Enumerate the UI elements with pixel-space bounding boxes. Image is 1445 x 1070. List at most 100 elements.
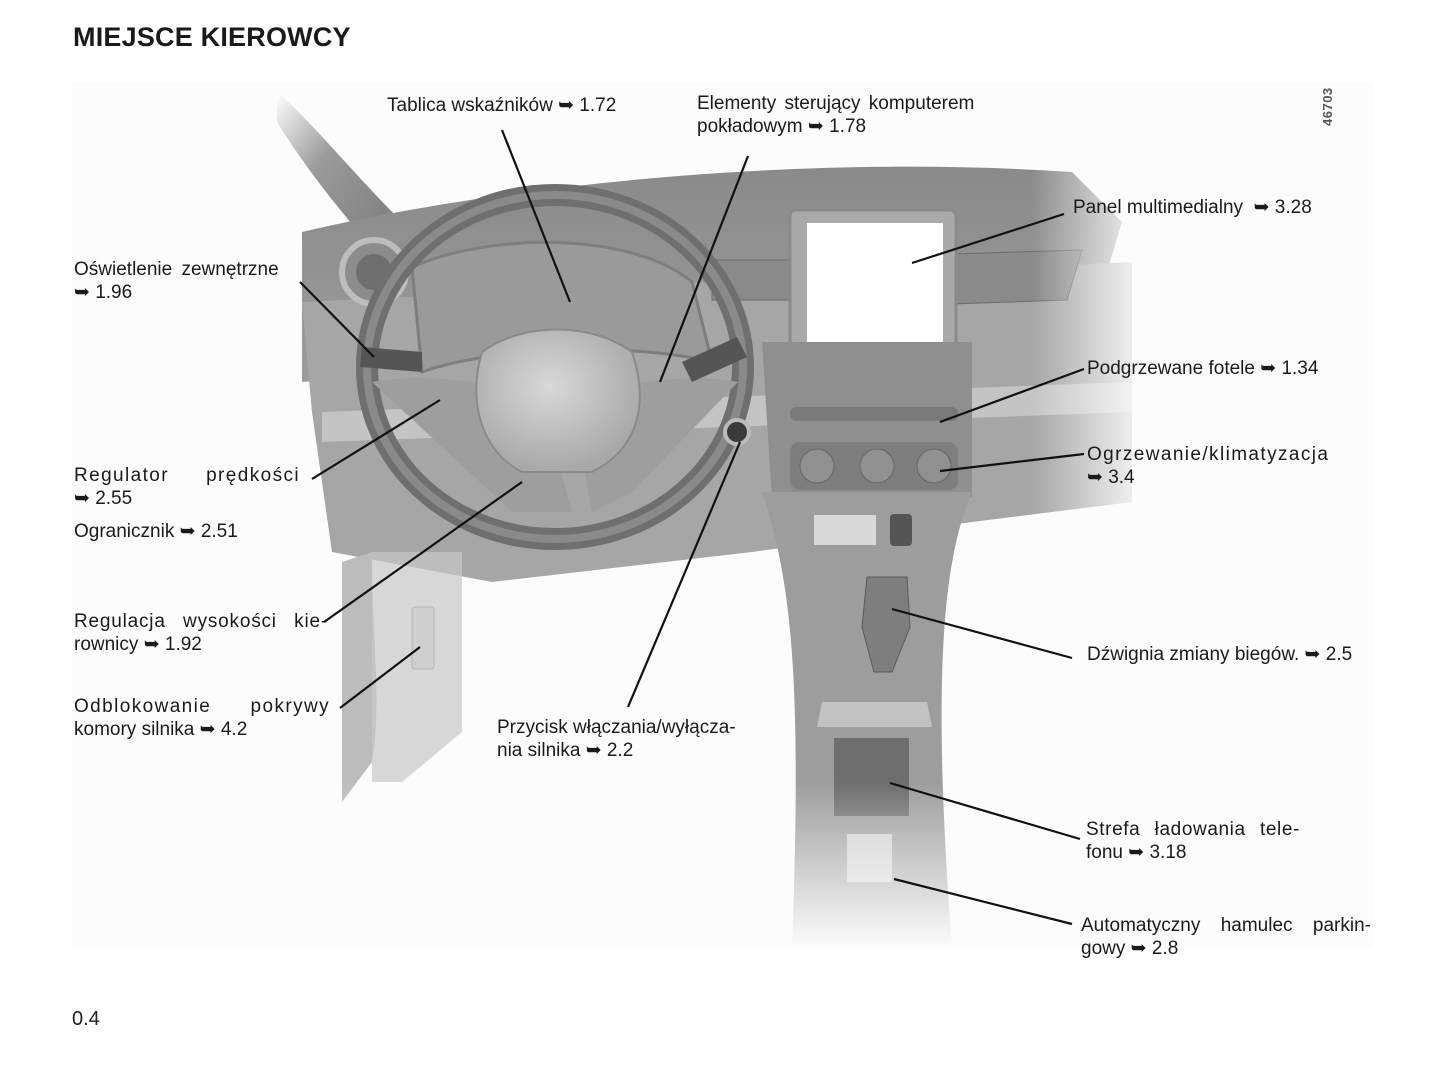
reference-arrow-icon: ➥ bbox=[1253, 197, 1270, 218]
leader-gear-lever bbox=[891, 607, 1073, 660]
reference-arrow-icon: ➥ bbox=[1087, 467, 1103, 488]
label-text: Podgrzewane fotele bbox=[1087, 358, 1255, 379]
label-text: Panel multimedialny bbox=[1073, 197, 1244, 218]
leader-lines bbox=[299, 129, 1085, 926]
start-button-graphic bbox=[723, 418, 751, 446]
label-bonnet-release: Odblokowanie pokrywy komory silnika ➥ 4.… bbox=[74, 695, 330, 741]
page-reference: 2.5 bbox=[1325, 644, 1353, 665]
leader-parking-brake bbox=[893, 877, 1073, 926]
leader-trip-computer bbox=[658, 155, 750, 383]
label-text: tele- bbox=[1260, 819, 1300, 840]
label-text: Tablica wskaźników bbox=[387, 95, 553, 116]
page-reference: 2.51 bbox=[200, 521, 238, 542]
label-text: Ogrzewanie/klimatyzacja bbox=[1087, 444, 1330, 465]
right-stalk bbox=[682, 337, 747, 382]
page-reference: 3.18 bbox=[1149, 842, 1187, 863]
label-text: wysokości bbox=[183, 611, 277, 632]
page-number: 0.4 bbox=[72, 1008, 100, 1030]
leader-exterior-lighting bbox=[299, 281, 375, 358]
leader-cruise-control bbox=[311, 399, 441, 480]
reference-arrow-icon: ➥ bbox=[1260, 358, 1277, 379]
socket bbox=[890, 514, 912, 546]
lower-dash-left bbox=[372, 552, 462, 782]
reference-arrow-icon: ➥ bbox=[585, 740, 602, 761]
label-text: komory silnika bbox=[74, 719, 195, 740]
label-text: Regulacja bbox=[74, 611, 166, 632]
seat-heating-buttons bbox=[790, 407, 958, 421]
label-heated-seats: Podgrzewane fotele ➥ 1.34 bbox=[1087, 357, 1318, 380]
label-text: Strefa bbox=[1086, 819, 1141, 840]
reference-arrow-icon: ➥ bbox=[807, 116, 824, 137]
door-panel bbox=[342, 552, 377, 802]
label-text: Automatyczny bbox=[1081, 915, 1201, 936]
leader-phone-charging bbox=[889, 781, 1081, 841]
reference-arrow-icon: ➥ bbox=[74, 282, 90, 303]
reference-arrow-icon: ➥ bbox=[74, 488, 90, 509]
figure-id: 46703 bbox=[1320, 87, 1335, 126]
label-multimedia: Panel multimedialny ➥ 3.28 bbox=[1073, 196, 1312, 219]
label-climate: Ogrzewanie/klimatyzacja ➥ 3.4 bbox=[1087, 443, 1329, 489]
leader-bonnet-release bbox=[339, 646, 421, 709]
page-title: MIEJSCE KIEROWCY bbox=[73, 22, 351, 52]
label-parking-brake: Automatyczny hamulec parkin- gowy ➥ 2.8 bbox=[1081, 914, 1371, 960]
climate-knob-left bbox=[799, 448, 835, 484]
label-text: Przycisk włączania/wyłącza- bbox=[497, 717, 736, 738]
page-reference: 2.55 bbox=[95, 488, 133, 509]
gear-lever-graphic bbox=[861, 576, 911, 673]
label-text: pokładowym bbox=[697, 116, 803, 137]
dashboard-illustration bbox=[72, 82, 1374, 948]
label-phone-charging: Strefa ładowania tele- fonu ➥ 3.18 bbox=[1086, 818, 1300, 864]
reference-arrow-icon: ➥ bbox=[199, 719, 216, 740]
label-text: parkin- bbox=[1312, 915, 1371, 936]
leader-steering-height bbox=[323, 481, 523, 623]
page-reference: 2.8 bbox=[1151, 938, 1179, 959]
leader-climate bbox=[939, 452, 1085, 473]
page-reference: 1.92 bbox=[164, 634, 202, 655]
label-text: Oświetlenie zewnętrzne bbox=[74, 259, 279, 280]
label-text: hamulec bbox=[1220, 915, 1293, 936]
usb-ports bbox=[814, 515, 876, 545]
label-text: Odblokowanie bbox=[74, 696, 212, 717]
label-text: Dźwignia zmiany biegów. bbox=[1087, 644, 1300, 665]
label-text: gowy bbox=[1081, 938, 1126, 959]
label-exterior-lighting: Oświetlenie zewnętrzne ➥ 1.96 bbox=[74, 258, 279, 304]
reference-arrow-icon: ➥ bbox=[1130, 938, 1147, 959]
label-text: Ogranicznik bbox=[74, 521, 175, 542]
label-instrument-panel: Tablica wskaźników ➥ 1.72 bbox=[387, 94, 616, 117]
a-pillar bbox=[277, 92, 402, 247]
label-text: prędkości bbox=[206, 465, 300, 486]
label-text: kie- bbox=[294, 611, 328, 632]
label-text: ładowania bbox=[1154, 819, 1246, 840]
leader-multimedia bbox=[911, 212, 1065, 265]
reference-arrow-icon: ➥ bbox=[179, 521, 196, 542]
label-text: Elementy sterujący komputerem bbox=[697, 93, 975, 114]
label-steering-height: Regulacja wysokości kie- rownicy ➥ 1.92 bbox=[74, 610, 328, 656]
label-text: pokrywy bbox=[250, 696, 330, 717]
page-reference: 2.2 bbox=[606, 740, 634, 761]
steering-airbag bbox=[475, 328, 641, 473]
reference-arrow-icon: ➥ bbox=[558, 95, 574, 116]
dashboard-drawing bbox=[272, 82, 1374, 948]
reference-arrow-icon: ➥ bbox=[1304, 644, 1321, 665]
fade-bottom bbox=[272, 782, 1072, 948]
label-cruise-control: Regulator prędkości ➥ 2.55 bbox=[74, 464, 300, 510]
leader-heated-seats bbox=[939, 367, 1085, 424]
label-text: rownicy bbox=[74, 634, 139, 655]
reference-arrow-icon: ➥ bbox=[1128, 842, 1145, 863]
leader-start-button bbox=[626, 441, 742, 708]
label-text: Regulator bbox=[74, 465, 169, 486]
label-limiter: Ogranicznik ➥ 2.51 bbox=[74, 520, 238, 543]
page-reference: 1.34 bbox=[1281, 358, 1319, 379]
label-text: nia silnika bbox=[497, 740, 581, 761]
label-trip-computer: Elementy sterujący komputerem pokładowym… bbox=[697, 92, 974, 138]
climate-knob-center bbox=[859, 448, 895, 484]
page-reference: 3.4 bbox=[1108, 467, 1135, 488]
page-reference: 4.2 bbox=[220, 719, 248, 740]
console-ledge bbox=[817, 702, 932, 727]
reference-arrow-icon: ➥ bbox=[143, 634, 160, 655]
page-reference: 1.96 bbox=[95, 282, 133, 303]
page-reference: 1.78 bbox=[829, 116, 867, 137]
page-reference: 1.72 bbox=[579, 95, 617, 116]
label-gear-lever: Dźwignia zmiany biegów. ➥ 2.5 bbox=[1087, 643, 1352, 666]
page-reference: 3.28 bbox=[1274, 197, 1312, 218]
